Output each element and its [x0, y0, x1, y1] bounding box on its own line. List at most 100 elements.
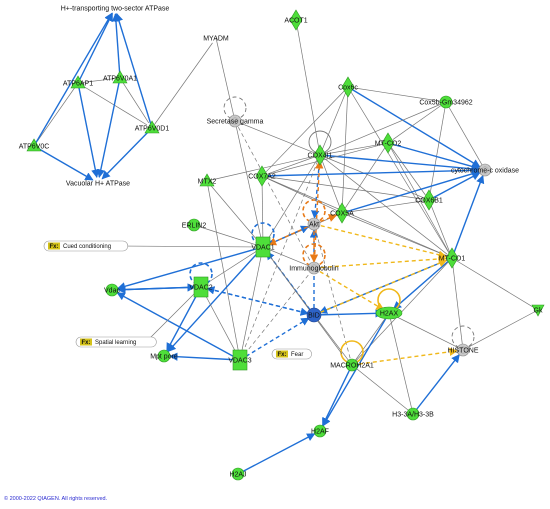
edge-cox5a-cytc — [341, 169, 481, 214]
node-cox7a2[interactable]: COX7A2 — [248, 165, 276, 187]
node-cox6b1[interactable]: COX6B1 — [415, 189, 443, 211]
node-atp6v0d1[interactable]: ATP6V0D1 — [135, 120, 170, 134]
node-cytc[interactable]: cytochrome-c oxidase — [451, 163, 519, 177]
edge-atp6v0d1-myadm — [151, 42, 213, 129]
node-cox5a[interactable]: COX5A — [330, 202, 354, 224]
function-0[interactable]: Fx:Cued conditioning — [43, 240, 129, 252]
node-mptpore[interactable]: Mpt pore — [150, 349, 178, 363]
node-shape — [112, 70, 128, 84]
node-label: COX4I1 — [308, 153, 333, 160]
node-mtco2[interactable]: MT-CO2 — [375, 132, 402, 154]
node-label: MT-CO2 — [375, 141, 402, 148]
function-badge — [80, 338, 92, 346]
node-shape — [26, 138, 42, 152]
edge-mtco1-cytc — [451, 174, 485, 259]
node-atp6ap1[interactable]: ATP6AP1 — [63, 75, 93, 89]
node-h2aj[interactable]: H2AJ — [229, 467, 247, 481]
node-mtco1[interactable]: MT-CO1 — [439, 247, 466, 269]
node-mtx2[interactable]: MTX2 — [198, 173, 217, 187]
node-vdac2[interactable]: VDAC2 — [189, 276, 213, 298]
node-bid[interactable]: BID — [306, 307, 322, 323]
node-shape — [445, 247, 459, 269]
function-badge-text: Fx: — [278, 352, 287, 358]
edge-atp6ap1-vacuolar — [77, 82, 100, 178]
node-macroh2a1[interactable]: MACROH2A1 — [330, 358, 374, 372]
node-cox5b[interactable]: Cox5b-Gm34962 — [419, 95, 473, 109]
node-label: COX7A2 — [248, 174, 276, 181]
copyright-text: © 2000-2022 QIAGEN. All rights reserved. — [4, 496, 108, 502]
node-layer: H+-transporting two-sector ATPaseATP6AP1… — [19, 6, 545, 481]
edge-cox5a-mtco1 — [341, 212, 447, 257]
edge-cox7a2-cox6b1 — [261, 175, 424, 200]
node-h2ax[interactable]: H2AX — [375, 306, 403, 320]
node-myadm[interactable]: MYADM — [203, 36, 229, 43]
function-1[interactable]: Fx:Spatial learning — [75, 336, 157, 348]
node-vdac[interactable]: Vdac — [104, 283, 120, 297]
node-shape — [228, 114, 242, 128]
edge-atp6v0a1-hplus — [111, 13, 121, 79]
node-vdac1[interactable]: VDAC1 — [251, 236, 275, 258]
function-2[interactable]: Fx: Fear — [271, 348, 312, 360]
edge-akt-mtco1 — [313, 223, 447, 259]
node-label: HISTONE — [448, 348, 479, 355]
node-shape — [232, 349, 248, 371]
node-vacuolar[interactable]: Vacuolar H+ ATPase — [66, 181, 130, 188]
edge-cox6c-cox7a2 — [265, 86, 349, 172]
edge-cox4i1-cytc — [319, 154, 480, 173]
edge-atp6ap1-atp6v0d1 — [77, 82, 148, 126]
node-shape — [255, 165, 269, 187]
node-shape — [70, 75, 86, 89]
node-label: Vdac — [104, 288, 120, 295]
node-h2af[interactable]: H2AF — [311, 424, 329, 438]
node-acot1[interactable]: ACOT1 — [284, 9, 308, 31]
node-label: ACOT1 — [284, 18, 307, 25]
node-label: VDAC1 — [251, 245, 274, 252]
node-vdac3[interactable]: VDAC3 — [228, 349, 252, 371]
node-shape — [307, 261, 321, 275]
edge-cox5b-cytc — [445, 101, 483, 165]
edge-macroh2a1-histone — [351, 347, 458, 366]
edge-gk-histone — [468, 309, 539, 348]
node-gk[interactable]: Gk — [531, 304, 545, 317]
edge-cox4i1-cox7a2 — [267, 154, 321, 175]
node-akt[interactable]: Akt — [307, 217, 321, 231]
edge-bid-mtco1 — [313, 259, 448, 316]
function-label: Cued conditioning — [63, 244, 111, 250]
node-shape — [306, 307, 322, 323]
edge-mtx2-vdac1 — [206, 180, 260, 243]
edge-atp6v0d1-hplus — [114, 12, 153, 129]
edge-atp6v0a1-atp6v0d1 — [119, 77, 150, 124]
node-immuno[interactable]: Immunoglobulin — [289, 261, 339, 275]
edge-macroh2a1-h33a — [351, 364, 409, 411]
function-badge-text: Fx: — [82, 340, 91, 346]
node-inner-ring — [310, 264, 318, 272]
node-shape — [199, 173, 215, 187]
node-cox4i1[interactable]: COX4I1 — [308, 144, 333, 166]
edge-cox6c-cox5b — [347, 86, 441, 102]
node-secretase[interactable]: Secretase gamma — [207, 114, 264, 128]
edge-cox6c-cytc — [347, 86, 481, 168]
edge-h2ax-histone — [388, 312, 458, 348]
node-cox6c[interactable]: Cox6c — [338, 76, 358, 98]
edge-atp6v0d1-vacuolar — [101, 127, 153, 180]
node-erlin2[interactable]: ERLIN2 — [182, 218, 207, 232]
edge-atp6v0a1-vacuolar — [96, 77, 121, 178]
edge-vdac3-vdac — [116, 292, 241, 361]
node-inner-ring — [231, 117, 239, 125]
node-h33a[interactable]: H3-3A/H3-3B — [392, 407, 434, 421]
function-link-0 — [113, 245, 264, 248]
node-histone[interactable]: HISTONE — [448, 343, 479, 357]
edge-mtco1-histone — [451, 257, 463, 345]
node-atp6v0c[interactable]: ATP6V0C — [19, 138, 50, 152]
node-hplus[interactable]: H+-transporting two-sector ATPase — [61, 6, 170, 13]
edge-h2ax-h33a — [388, 312, 412, 409]
edge-cox4i1-vdac1 — [265, 154, 321, 243]
node-atp6v0a1[interactable]: ATP6V0A1 — [103, 70, 137, 84]
node-label: COX6B1 — [415, 198, 443, 205]
node-shape — [456, 343, 470, 357]
function-label: Fear — [291, 352, 303, 358]
edge-cox6b1-cox5a — [347, 199, 430, 213]
edge-vdac-vdac2 — [111, 283, 196, 292]
edge-cox5b-cox6b1 — [429, 101, 447, 195]
node-label: Akt — [309, 222, 319, 229]
